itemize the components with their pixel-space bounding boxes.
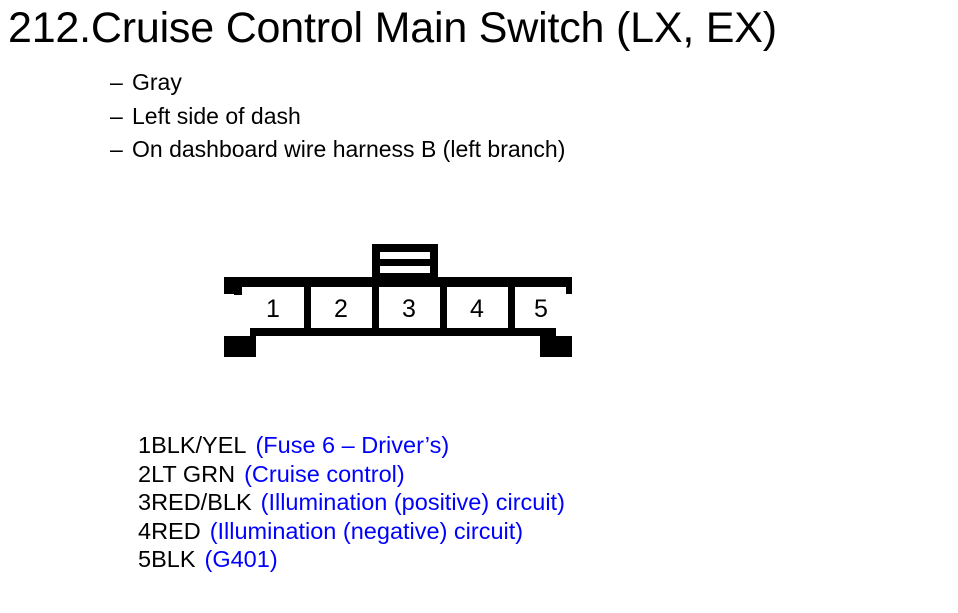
pin-number-5: 5 [534,295,548,323]
description-item-label: Left side of dash [132,102,301,129]
page-title: 212.Cruise Control Main Switch (LX, EX) [8,4,777,52]
pin-separator [304,277,311,336]
description-item: –Gray [110,66,565,100]
en-dash-bullet-icon: – [110,136,123,162]
tab-band-lower [380,266,430,273]
pin-legend-description: (Fuse 6 – Driver’s) [255,432,450,458]
pin-cavity-5 [514,278,566,336]
en-dash-bullet-icon: – [110,69,123,95]
tab-band-upper [380,252,430,259]
pin-legend-row: 2LT GRN (Cruise control) [138,460,565,489]
pin-legend-wire: 1BLK/YEL [138,432,247,458]
pin-legend-wire: 5BLK [138,546,196,573]
pin-number-4: 4 [470,295,484,323]
pin-cavity-row [224,277,572,336]
pin-legend-wire: 3RED/BLK [138,489,252,516]
pin-separator [372,277,379,336]
description-item: –Left side of dash [110,100,565,134]
description-item-label: Gray [132,69,182,95]
pin-legend-description: (Cruise control) [244,460,405,487]
description-item: –On dashboard wire harness B (left branc… [110,133,565,167]
pin-legend-description: (G401) [204,546,278,573]
pin-legend-description: (Illumination (negative) circuit) [209,517,524,544]
pin-number-1: 1 [266,295,280,323]
pin-legend-row: 3RED/BLK (Illumination (positive) circuit… [138,488,565,517]
pin-legend-wire: 4RED [138,517,201,544]
pin-separator [508,277,515,336]
connector-diagram: 1 2 3 4 5 [210,232,590,372]
pin-legend-description: (Illumination (positive) circuit) [260,489,565,516]
cavity-bottom-rail [240,328,556,336]
description-item-label: On dashboard wire harness B (left branch… [132,136,566,162]
pin-number-3: 3 [402,295,416,323]
pin-legend-row: 1BLK/YEL (Fuse 6 – Driver’s) [138,431,565,460]
left-locking-foot [234,287,250,336]
pin-cavity-1 [242,278,304,336]
pin-cavity-2 [310,278,372,336]
pin-legend-wire: 2LT GRN [138,460,236,487]
pin-legend: 1BLK/YEL (Fuse 6 – Driver’s) 2LT GRN (Crui… [138,431,565,574]
pin-number-2: 2 [334,295,348,323]
connector-description-list: –Gray –Left side of dash –On dashboard w… [110,66,565,167]
pin-separator [440,277,447,336]
pin-cavity-3 [378,278,440,336]
pin-legend-row: 4RED (Illumination (negative) circuit) [138,517,565,546]
en-dash-bullet-icon: – [110,102,123,129]
pin-legend-row: 5BLK (G401) [138,545,565,574]
pin-cavity-4 [446,278,508,336]
cavity-top-rail [224,277,572,287]
top-locking-tab [380,252,430,273]
